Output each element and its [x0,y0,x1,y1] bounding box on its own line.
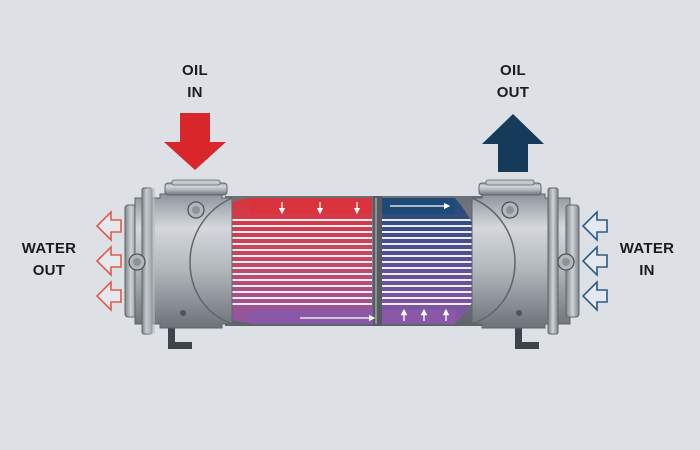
internal-flow-arrows [278,202,451,322]
water-in-arrow-icon [581,280,608,312]
water-out-arrows [95,210,122,312]
oil-inlet-nozzle [164,179,228,196]
baffle-plate [373,196,382,326]
water-in-arrows [581,210,608,312]
top-hot-channel [250,198,372,214]
water-in-arrow-icon [581,210,608,242]
oil-outlet-nozzle [478,179,542,196]
water-out-arrow-icon [95,210,122,242]
oil-out-label: OIL OUT [496,62,530,101]
water-out-arrow-icon [95,280,122,312]
water-out-label: WATER OUT [21,240,77,279]
oil-in-label: OIL IN [182,62,208,101]
oil-in-arrow-icon [164,113,226,170]
cool-tube-bundle [382,198,482,323]
right-end-cap [471,187,580,335]
water-out-arrow-icon [95,245,122,277]
left-end-cap [124,187,233,335]
oil-out-arrow-icon [482,114,544,172]
water-in-label: WATER IN [619,240,675,279]
water-in-arrow-icon [581,245,608,277]
